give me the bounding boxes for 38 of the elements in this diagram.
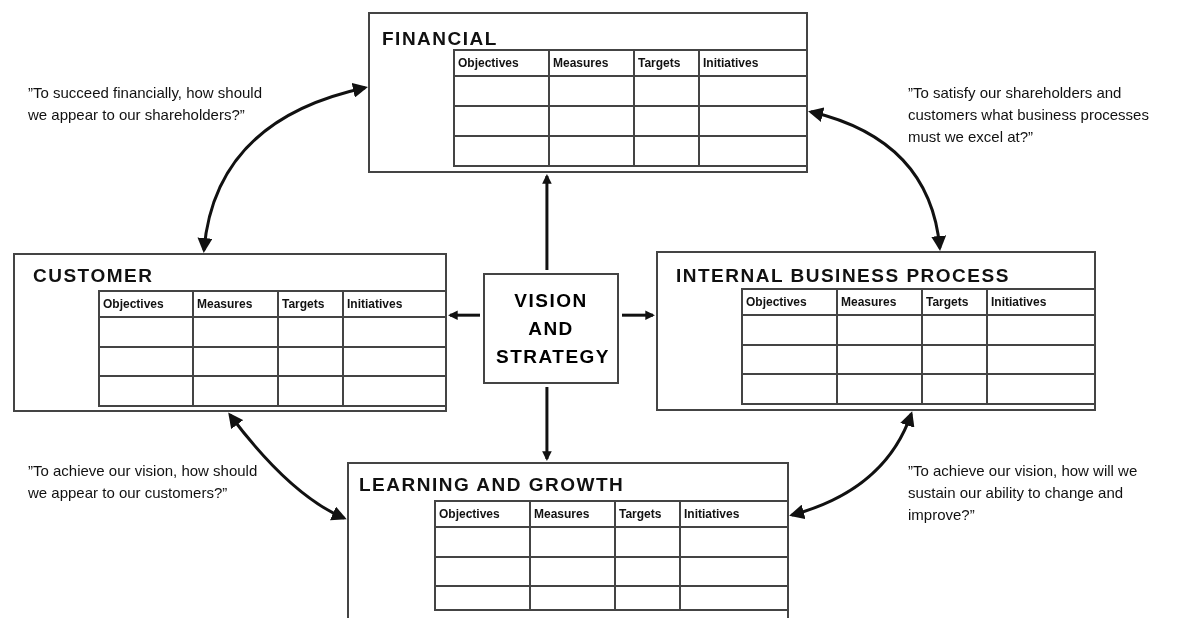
question-text: ”To achieve our vision, how will we sustain our ability to change and improve?” — [908, 461, 1139, 525]
arrow — [542, 387, 552, 461]
column-header: Measures — [553, 56, 609, 70]
column-header: Initiatives — [347, 297, 403, 311]
column-header: Objectives — [458, 56, 519, 70]
column-header: Objectives — [103, 297, 164, 311]
box-title: VISION AND STRATEGY — [496, 288, 606, 369]
column-header: Initiatives — [991, 295, 1047, 309]
arrow — [448, 310, 480, 320]
column-header: Targets — [619, 507, 662, 521]
perspective-box — [368, 12, 808, 173]
column-header: Targets — [926, 295, 969, 309]
column-header: Initiatives — [703, 56, 759, 70]
arrow — [228, 412, 347, 520]
perspective-title: CUSTOMER — [33, 265, 154, 287]
column-header: Targets — [638, 56, 681, 70]
column-header: Measures — [534, 507, 590, 521]
arrow — [622, 310, 655, 320]
question-text: ”To achieve our vision, how should we appear to our customers?” — [28, 461, 259, 503]
perspective-box — [347, 462, 789, 618]
strategy-box — [483, 273, 619, 384]
column-header: Objectives — [746, 295, 807, 309]
perspective-title: LEARNING AND GROWTH — [359, 474, 625, 496]
column-header: Measures — [197, 297, 253, 311]
question-text: ”To succeed financially, how should we appear to our shareholders?” — [28, 83, 264, 125]
arrow — [542, 174, 552, 270]
question-text: ”To satisfy our shareholders and customers what business processes must we excel at?” — [908, 83, 1150, 147]
arrow — [198, 83, 368, 253]
perspective-box — [13, 253, 447, 412]
arrow — [789, 411, 914, 519]
column-header: Targets — [282, 297, 325, 311]
perspective-box — [656, 251, 1096, 411]
column-header: Measures — [841, 295, 897, 309]
column-header: Initiatives — [684, 507, 740, 521]
column-header: Objectives — [439, 507, 500, 521]
perspective-title: FINANCIAL — [382, 28, 498, 50]
arrow — [808, 107, 946, 251]
perspective-title: INTERNAL BUSINESS PROCESS — [676, 265, 1010, 287]
